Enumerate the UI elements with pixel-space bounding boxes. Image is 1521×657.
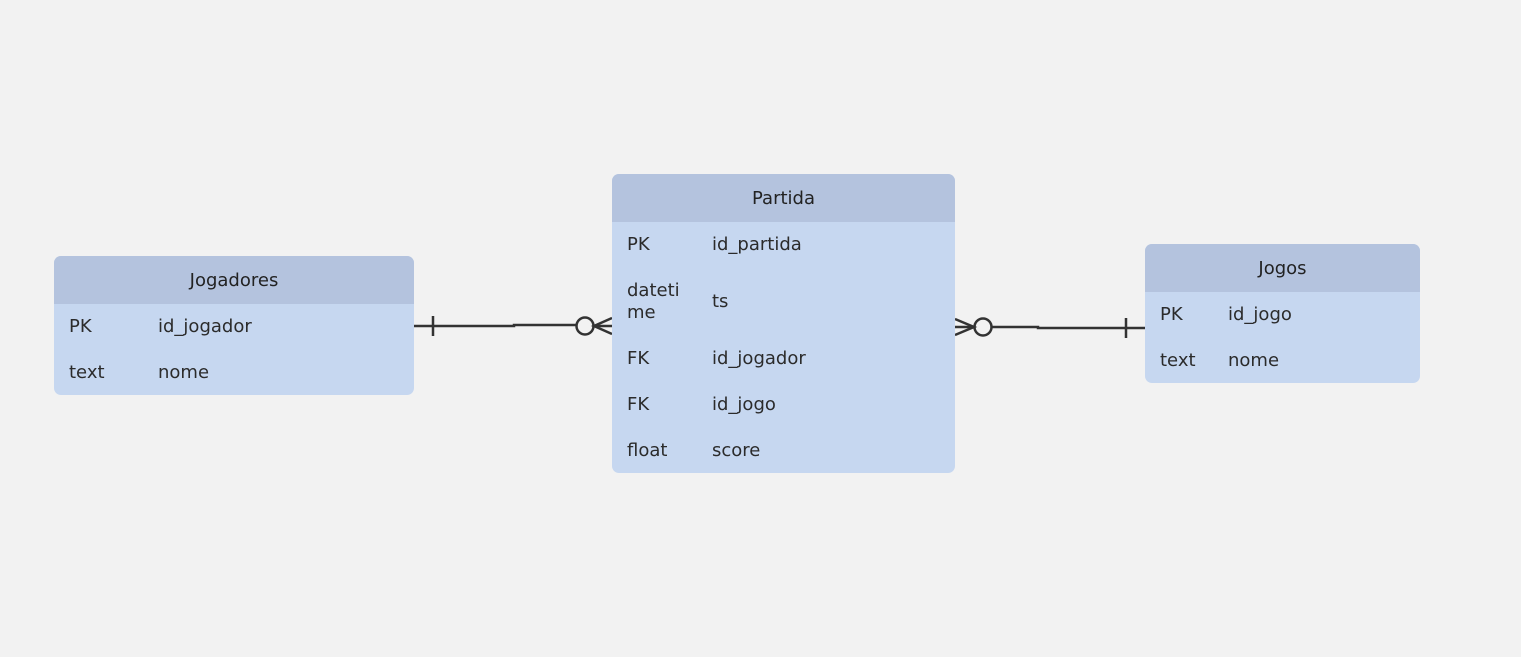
field-name: score [712,440,761,461]
entity-jogos[interactable]: Jogos PK id_jogo text nome [1145,244,1420,383]
entity-title[interactable]: Jogadores [54,256,414,304]
field-type: PK [627,234,650,255]
field-name: id_jogo [712,394,776,415]
field-row[interactable]: float score [612,428,955,473]
entity-title[interactable]: Jogos [1145,244,1420,292]
connector-line [414,323,577,328]
field-name: id_jogador [712,348,806,369]
field-type: FK [627,394,650,415]
field-row[interactable]: datetime ts [612,268,955,336]
field-type: float [627,440,668,461]
field-row[interactable]: PK id_partida [612,222,955,268]
field-type: PK [1160,304,1183,325]
field-row[interactable]: FK id_jogador [612,336,955,382]
entity-partida[interactable]: Partida PK id_partida datetime ts FK id_… [612,174,955,473]
field-type: PK [69,316,92,337]
field-row[interactable]: text nome [54,350,414,395]
connector-line [992,325,1145,330]
field-type: datetime [627,280,680,323]
field-name: nome [158,362,210,383]
entity-jogadores[interactable]: Jogadores PK id_jogador text nome [54,256,414,395]
field-type: text [69,362,105,383]
field-name: id_partida [712,234,802,255]
field-type: text [1160,350,1196,371]
field-name: ts [712,291,729,312]
relationship-partida-jogos[interactable] [954,317,1145,338]
field-row[interactable]: PK id_jogador [54,304,414,350]
field-row[interactable]: PK id_jogo [1145,292,1420,338]
field-name: nome [1228,350,1280,371]
field-row[interactable]: text nome [1145,338,1420,383]
field-name: id_jogo [1228,304,1292,325]
field-name: id_jogador [158,316,252,337]
relationship-jogadores-partida[interactable] [414,316,613,336]
entity-title[interactable]: Partida [612,174,955,222]
field-type: FK [627,348,650,369]
field-row[interactable]: FK id_jogo [612,382,955,428]
